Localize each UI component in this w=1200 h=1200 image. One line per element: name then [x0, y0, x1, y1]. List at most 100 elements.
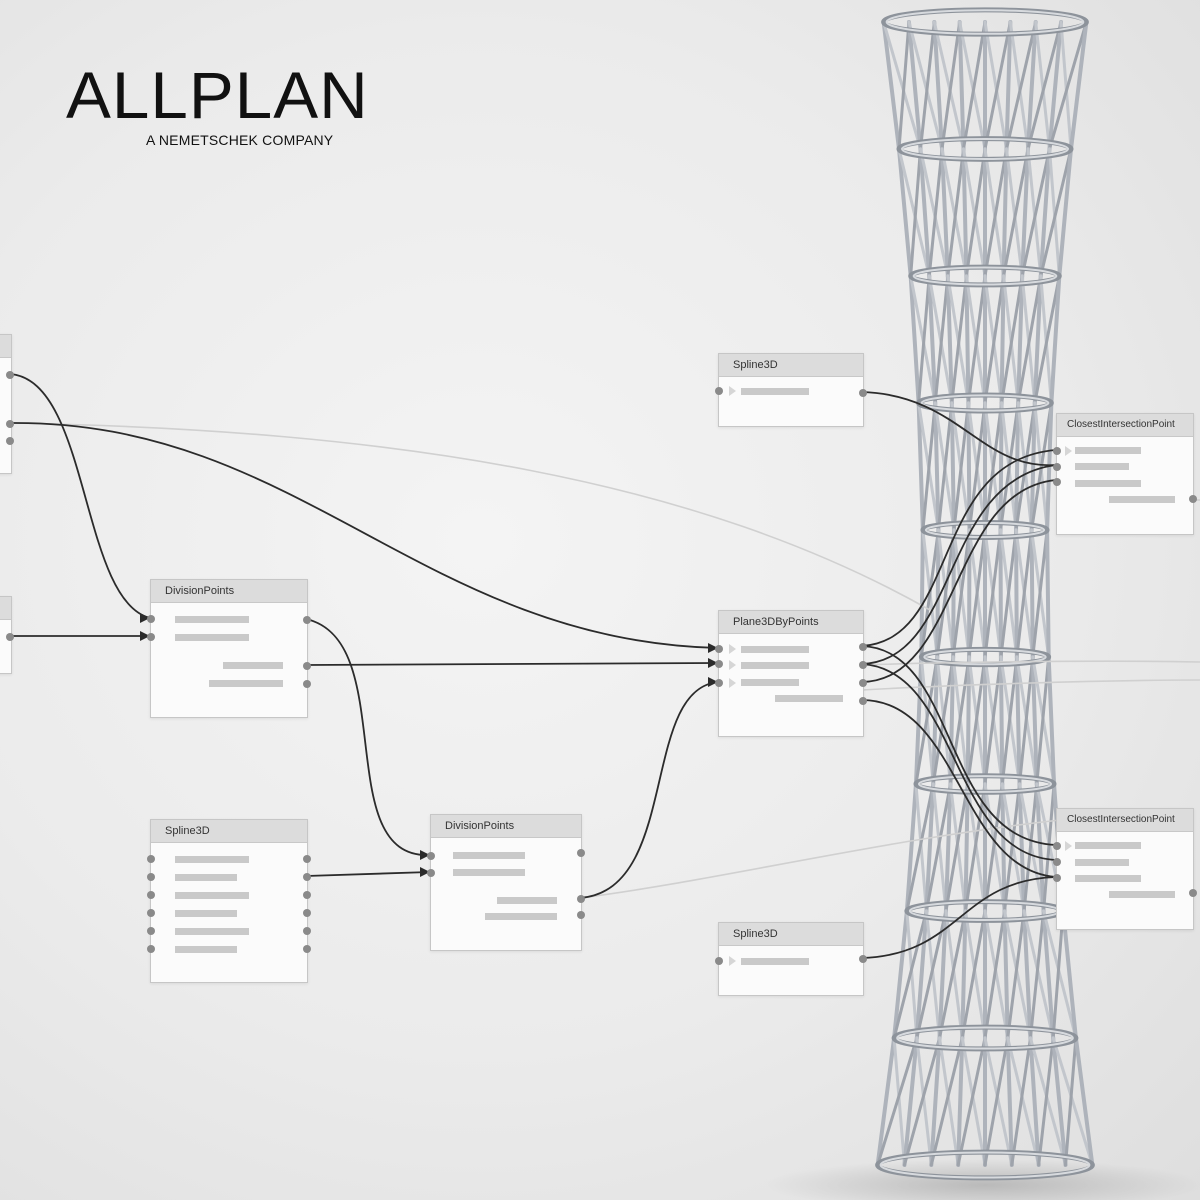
output-port[interactable] — [859, 661, 867, 669]
output-port[interactable] — [303, 891, 311, 899]
input-port[interactable] — [147, 855, 155, 863]
output-port[interactable] — [303, 662, 311, 670]
tower-member — [921, 401, 937, 532]
tower-member — [983, 401, 1004, 532]
input-port[interactable] — [147, 909, 155, 917]
lattice-tower-model[interactable] — [875, 7, 1095, 1181]
node-offscreen-left-top[interactable] — [0, 334, 14, 474]
node-title: DivisionPoints — [431, 815, 581, 838]
tower-member — [998, 401, 1004, 532]
tower-member — [1006, 909, 1026, 1040]
tower-member — [1064, 1036, 1078, 1167]
input-port[interactable] — [147, 945, 155, 953]
tower-member — [932, 20, 965, 151]
tower-member — [1033, 274, 1061, 405]
tower-member — [938, 909, 967, 1040]
output-port[interactable] — [859, 955, 867, 963]
param-placeholder — [485, 913, 557, 920]
input-port[interactable] — [715, 645, 723, 653]
wire-left-to-divpts1-a — [9, 373, 151, 619]
tower-member — [948, 655, 956, 786]
output-port[interactable] — [303, 909, 311, 917]
tower-member — [892, 909, 928, 1040]
node-spline3d-top[interactable]: Spline3D — [715, 353, 867, 427]
input-port[interactable] — [427, 852, 435, 860]
output-port[interactable] — [577, 911, 585, 919]
node-division-points-2[interactable]: DivisionPoints — [427, 814, 585, 951]
tower-member — [932, 20, 944, 151]
tower-member — [929, 1036, 942, 1167]
tower-member — [983, 1036, 1014, 1167]
tower-member — [983, 655, 1003, 786]
output-port[interactable] — [6, 437, 14, 445]
tower-member — [908, 274, 921, 405]
tower-member — [938, 1036, 960, 1167]
output-port[interactable] — [6, 371, 14, 379]
tower-ring — [923, 648, 1047, 666]
tower-member — [1049, 274, 1062, 405]
output-port[interactable] — [303, 616, 311, 624]
output-port[interactable] — [859, 679, 867, 687]
input-port[interactable] — [1053, 463, 1061, 471]
tower-member — [929, 1036, 964, 1167]
tower-member — [902, 1036, 919, 1167]
node-title: Spline3D — [151, 820, 307, 843]
node-spline3d-bottom[interactable]: Spline3D — [715, 922, 867, 996]
node-offscreen-left-bottom[interactable] — [0, 596, 14, 674]
node-header — [0, 597, 11, 620]
output-port[interactable] — [577, 895, 585, 903]
input-port[interactable] — [1053, 842, 1061, 850]
tower-member — [960, 909, 987, 1040]
tower-member — [927, 274, 938, 405]
param-placeholder — [175, 946, 237, 953]
node-plane3d-by-points[interactable]: Plane3DByPoints — [715, 610, 867, 737]
node-spline3d-left[interactable]: Spline3D — [147, 819, 311, 983]
output-port[interactable] — [1189, 889, 1197, 897]
param-placeholder — [175, 616, 249, 623]
input-port[interactable] — [715, 387, 723, 395]
output-port[interactable] — [303, 927, 311, 935]
input-port[interactable] — [147, 927, 155, 935]
input-port[interactable] — [715, 957, 723, 965]
tower-member — [897, 20, 911, 151]
output-port[interactable] — [6, 420, 14, 428]
output-port[interactable] — [6, 633, 14, 641]
input-port[interactable] — [715, 679, 723, 687]
input-indicator-icon — [729, 660, 736, 670]
tower-member — [999, 274, 1006, 405]
input-port[interactable] — [1053, 447, 1061, 455]
output-port[interactable] — [303, 945, 311, 953]
param-placeholder — [209, 680, 283, 687]
param-placeholder — [453, 869, 525, 876]
tower-member — [964, 274, 971, 405]
output-port[interactable] — [859, 643, 867, 651]
input-port[interactable] — [147, 873, 155, 881]
tower-member — [1017, 782, 1027, 913]
input-port[interactable] — [147, 615, 155, 623]
tower-member — [1006, 1036, 1041, 1167]
input-port[interactable] — [1053, 874, 1061, 882]
input-port[interactable] — [427, 869, 435, 877]
output-port[interactable] — [303, 680, 311, 688]
output-port[interactable] — [859, 697, 867, 705]
output-port[interactable] — [859, 389, 867, 397]
param-placeholder — [1075, 859, 1129, 866]
tower-member — [940, 20, 962, 151]
input-port[interactable] — [715, 660, 723, 668]
node-closest-intersection-point-2[interactable]: ClosestIntersectionPoint — [1053, 808, 1197, 930]
output-port[interactable] — [303, 855, 311, 863]
input-port[interactable] — [147, 891, 155, 899]
tower-member — [1014, 528, 1019, 659]
input-port[interactable] — [147, 633, 155, 641]
node-division-points-1[interactable]: DivisionPoints — [147, 579, 311, 718]
input-port[interactable] — [1053, 478, 1061, 486]
param-placeholder — [175, 892, 249, 899]
node-header — [0, 335, 11, 358]
node-closest-intersection-point-1[interactable]: ClosestIntersectionPoint — [1053, 413, 1197, 535]
output-port[interactable] — [303, 873, 311, 881]
output-port[interactable] — [577, 849, 585, 857]
input-port[interactable] — [1053, 858, 1061, 866]
output-port[interactable] — [1189, 495, 1197, 503]
tower-member — [913, 655, 924, 786]
